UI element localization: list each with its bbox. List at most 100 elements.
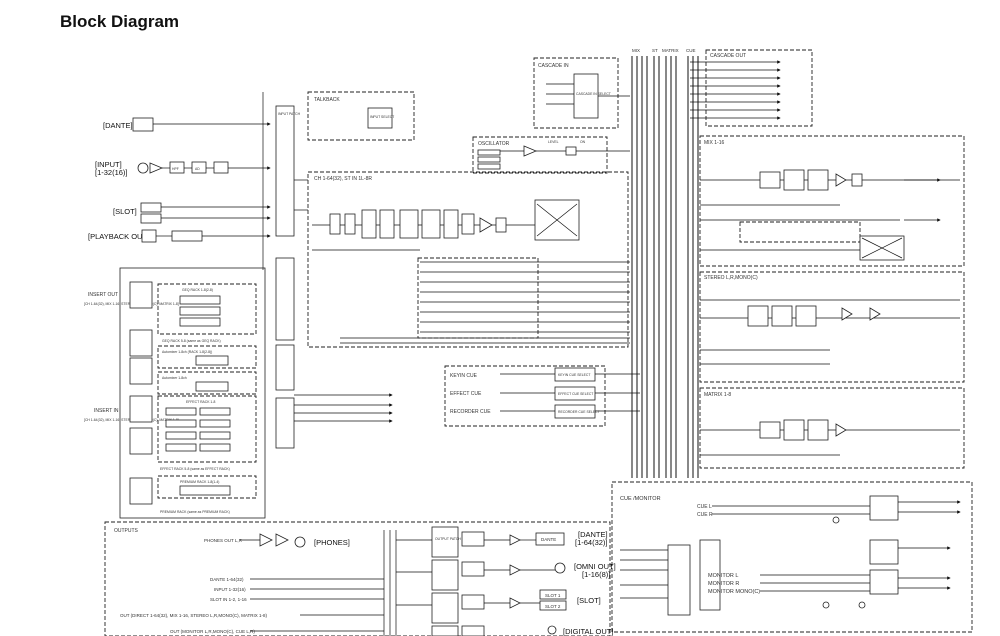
talkback-frame: [307, 91, 415, 141]
slot2-in-box: [140, 213, 162, 224]
slot1-out-label: SLOT 1: [545, 593, 561, 598]
oscillator-section: OSCILLATOR LEVEL ON: [472, 136, 630, 174]
input-range-label: [1-32(16)]: [95, 168, 128, 177]
input-patch-box: [275, 105, 295, 237]
dante-src-label: DANTE 1-64(32): [210, 577, 244, 582]
matrix-label: MATRIX 1-8: [704, 392, 731, 398]
insert-in-label: INSERT IN: [94, 408, 119, 414]
cascade-in-section: CASCADE IN CASCADE IN SELECT: [533, 57, 630, 129]
cue-monitor-section: CUE /MONITOR CUE L CUE R MONITOR L MONIT…: [611, 481, 973, 633]
ch-send-lines: [340, 261, 630, 344]
automixer-label: Automixer 1-8ch (RACK 1-8(2-8)): [162, 350, 212, 354]
playback-out-label: [PLAYBACK OUT]: [88, 232, 149, 241]
gain-box: [213, 161, 229, 174]
automixer-frame: [157, 345, 257, 369]
omni-output-label: [OMNI OUT]: [574, 562, 616, 571]
rack-outer-frame: [119, 267, 266, 519]
head-amp-icon: [149, 162, 164, 174]
effect-rack-frame: [157, 395, 257, 463]
phones-jack-icon: [294, 536, 306, 548]
send-frame: [417, 257, 539, 339]
output-patch-label: OUTPUT PATCH: [435, 537, 461, 541]
cascade-out-label: CASCADE OUT: [710, 53, 746, 59]
dante-out-box-label: DANTE: [541, 537, 556, 542]
dante-input-label: [DANTE]: [103, 121, 133, 130]
matrix-section: MATRIX 1-8: [699, 387, 965, 469]
geq-rack-frame: [157, 283, 257, 335]
input-section: [DANTE] [INPUT] [1-32(16)] HPF AD [SLOT]…: [88, 92, 308, 270]
bus-label-matrix: MATRIX: [662, 48, 679, 53]
geq-rack-same-label: GEQ RACK 5-8 (same as GEQ RACK): [162, 339, 221, 343]
premium-rack-frame: [157, 475, 257, 499]
channel-strip-label: CH 1-64(32), ST IN 1L-8R: [314, 176, 372, 182]
insert-out-label: INSERT OUT: [88, 292, 118, 298]
hpf-box: [169, 161, 185, 174]
cue-r-label: CUE R: [697, 512, 713, 518]
cascade-in-select-box: [573, 73, 599, 119]
monitor-r-label: MONITOR R: [708, 581, 739, 587]
mix-section: MIX 1-16: [699, 135, 965, 267]
matrix-frame: [699, 387, 965, 469]
outputs-section: OUTPUTS PHONES OUT L,R [PHONES] DANTE 1-…: [104, 521, 616, 636]
cascade-out-lines: [690, 60, 781, 120]
dante-output-label: [DANTE]: [578, 530, 608, 539]
channel-strip-frame: [307, 171, 629, 348]
slot-src-label: SLOT IN 1-2, 1-16: [210, 597, 247, 602]
cue-monitor-label: CUE /MONITOR: [620, 496, 661, 502]
monitor-l-label: MONITOR L: [708, 573, 738, 579]
level-amp-icon: [523, 145, 538, 157]
bus-label-mix: MIX: [632, 48, 640, 53]
channel-strip-section: CH 1-64(32), ST IN 1L-8R: [307, 171, 630, 348]
recorder-cue-label: RECORDER CUE: [450, 409, 491, 415]
dante-input-box: [132, 117, 154, 132]
omni-out-jack-icon: [554, 562, 566, 574]
recorder-cue-select-label: RECORDER CUE SELECT: [558, 410, 600, 414]
effect-cue-label: EFFECT CUE: [450, 391, 482, 397]
cascade-in-label: CASCADE IN: [538, 63, 569, 69]
dante-output-range: [1-64(32)]: [575, 538, 608, 547]
effect-cue-select-label: EFFECT CUE SELECT: [558, 392, 593, 396]
oscillator-label: OSCILLATOR: [478, 141, 510, 147]
slot1-in-box: [140, 202, 162, 213]
usb-icon: [141, 229, 157, 243]
slot2-out-label: SLOT 2: [545, 604, 561, 609]
dante-out-box: [535, 532, 565, 546]
keyin-cue-select-label: KEYIN CUE SELECT: [558, 373, 590, 377]
mix-label: MIX 1-16: [704, 140, 725, 146]
playback-box: [171, 230, 203, 242]
input-patch-label: INPUT PATCH: [278, 112, 301, 116]
slot-output-label: [SLOT]: [577, 596, 601, 605]
output-patch-1: [431, 526, 459, 558]
mix-frame: [699, 135, 965, 267]
input-src-label: INPUT 1-32(16): [214, 587, 246, 592]
out-direct-label: OUT (DIRECT 1-64(32), MIX 1-16, STEREO L…: [120, 613, 268, 618]
slot-input-label: [SLOT]: [113, 207, 137, 216]
digital-output-label: [DIGITAL OUT]: [563, 627, 613, 636]
cue-l-label: CUE L: [697, 504, 712, 510]
page-title: Block Diagram: [60, 12, 180, 31]
input-select-label: INPUT SELECT: [370, 115, 394, 119]
bus-label-st: ST: [652, 48, 658, 53]
ad-box: [191, 161, 207, 174]
slot2-out-box: [539, 600, 567, 611]
input-select-box: [367, 107, 393, 129]
keyin-cue-label: KEYIN CUE: [450, 373, 478, 379]
cascade-in-select-label: CASCADE IN SELECT: [576, 92, 611, 96]
outputs-frame: [104, 521, 611, 636]
stereo-section: STEREO L,R,MONO(C): [699, 271, 965, 383]
stereo-frame: [699, 271, 965, 383]
cue-monitor-frame: [611, 481, 973, 633]
slot1-out-box: [539, 589, 567, 600]
ad-label: AD: [195, 167, 200, 171]
oscillator-frame: [472, 136, 608, 174]
osc-on-label: ON: [580, 140, 586, 144]
cascade-in-frame: [533, 57, 619, 129]
rack-section: INSERT OUT [CH 1-64(32), MIX 1-16, STERE…: [84, 257, 393, 519]
input-label: [INPUT]: [95, 160, 122, 169]
effect-rack-same-label: EFFECT RACK 5-8 (same as EFFECT RACK): [160, 467, 230, 471]
premium-rack-same-label: PREMIUM RACK (same as PREMIUM RACK): [160, 510, 230, 514]
geq-rack-label: GEQ RACK 1-8(2-8): [182, 288, 213, 292]
phones-output-label: [PHONES]: [314, 538, 350, 547]
effect-rack-label: EFFECT RACK 1-8: [186, 400, 215, 404]
